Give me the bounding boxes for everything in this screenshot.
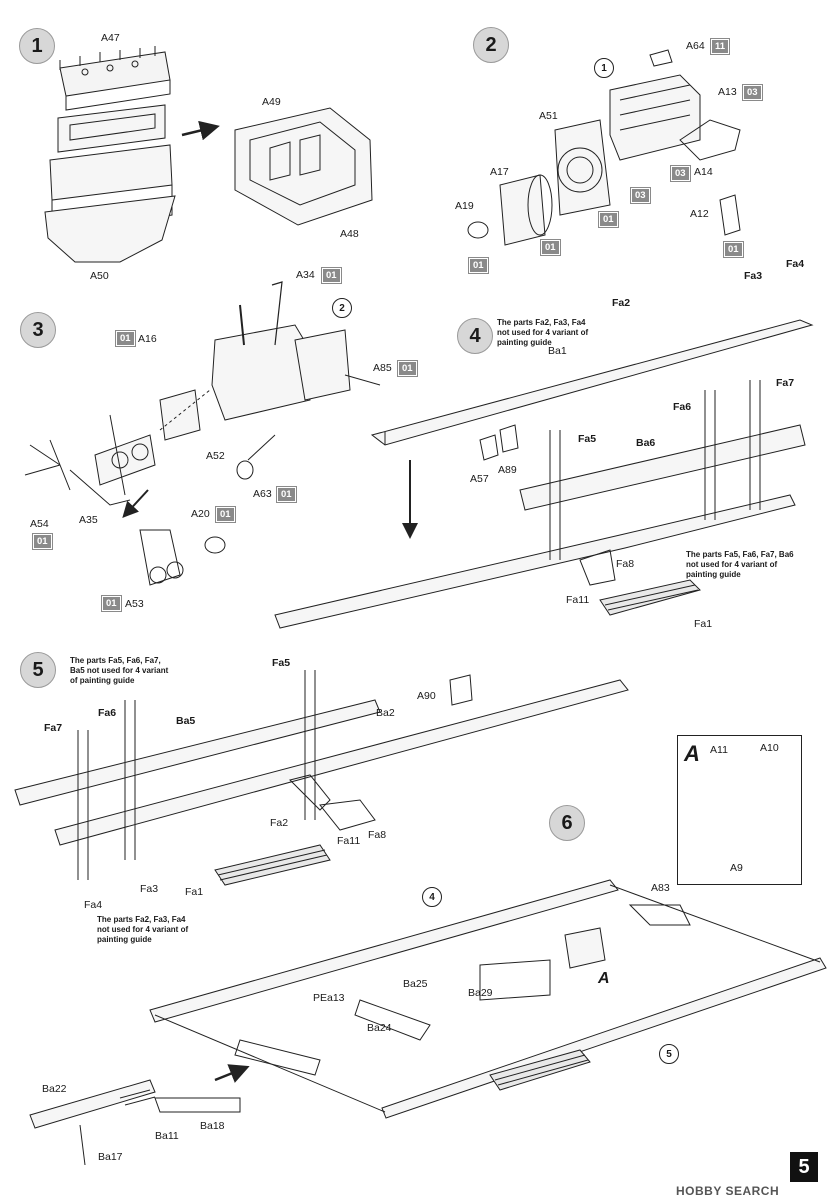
paint-tag: 01: [469, 258, 488, 273]
part-label-fa7: Fa7: [776, 377, 795, 389]
detail-a-reference: A: [598, 970, 610, 987]
part-label-a10: A10: [760, 742, 779, 754]
part-label-fa8: Fa8: [616, 558, 635, 570]
step1-engine-drawing: [44, 46, 373, 263]
part-label-a14: A14: [694, 166, 713, 178]
part-label-ba5: Ba5: [176, 715, 196, 727]
step2-engine-drawing: [467, 49, 741, 246]
part-label-fa7: Fa7: [44, 722, 63, 734]
part-label-a52: A52: [206, 450, 225, 462]
part-label-a9: A9: [730, 862, 743, 874]
part-label-a63: A63: [253, 488, 272, 500]
paint-tag: 01: [216, 507, 235, 522]
step5-chassis-drawing: [14, 670, 629, 886]
step4-note2-unused-parts: The parts Fa5, Fa6, Fa7, Ba6 not used fo…: [686, 550, 794, 579]
step6-frame-drawing: [29, 879, 827, 1166]
part-label-ba22: Ba22: [42, 1083, 67, 1095]
paint-tag: 11: [711, 39, 730, 54]
part-label-fa4: Fa4: [84, 899, 103, 911]
watermark: HOBBY SEARCH: [676, 1184, 780, 1198]
step-2-badge: 2: [473, 27, 509, 63]
part-label-fa8: Fa8: [368, 829, 387, 841]
part-label-a34: A34: [296, 269, 315, 281]
step5-note-unused-parts: The parts Fa5, Fa6, Fa7, Ba5 not used fo…: [70, 656, 169, 685]
part-label-fa3: Fa3: [140, 883, 159, 895]
ref-step-4: 4: [422, 887, 442, 907]
part-label-a89: A89: [498, 464, 517, 476]
step5-note2-unused-parts: The parts Fa2, Fa3, Fa4 not used for 4 v…: [97, 915, 189, 944]
part-label-fa5: Fa5: [578, 433, 597, 445]
part-label-ba2: Ba2: [376, 707, 395, 719]
step3-engine-drawing: [24, 281, 381, 586]
part-label-a53: A53: [125, 598, 144, 610]
detail-a-letter: A: [684, 741, 700, 766]
part-label-a13: A13: [718, 86, 737, 98]
part-label-ba17: Ba17: [98, 1151, 123, 1163]
part-label-fa11: Fa11: [566, 594, 590, 606]
step-6-badge: 6: [549, 805, 585, 841]
part-label-ba1: Ba1: [548, 345, 567, 357]
part-label-a12: A12: [690, 208, 709, 220]
paint-tag: 01: [541, 240, 560, 255]
part-label-a20: A20: [191, 508, 210, 520]
part-label-fa3: Fa3: [744, 270, 763, 282]
paint-tag: 01: [277, 487, 296, 502]
part-label-a47: A47: [101, 32, 120, 44]
part-label-a49: A49: [262, 96, 281, 108]
step-4-badge: 4: [457, 318, 493, 354]
paint-tag: 01: [724, 242, 743, 257]
step4-chassis-drawing: [274, 319, 814, 629]
paint-tag: 03: [631, 188, 650, 203]
step-5-badge: 5: [20, 652, 56, 688]
ref-step-2: 2: [332, 298, 352, 318]
part-label-fa5: Fa5: [272, 657, 291, 669]
ref-step-1: 1: [594, 58, 614, 78]
part-label-fa1: Fa1: [185, 886, 204, 898]
part-label-ba24: Ba24: [367, 1022, 392, 1034]
paint-tag: 01: [322, 268, 341, 283]
part-label-a50: A50: [90, 270, 109, 282]
part-label-a85: A85: [373, 362, 392, 374]
part-label-a11: A11: [710, 744, 728, 756]
ref-step-5: 5: [659, 1044, 679, 1064]
part-label-a90: A90: [417, 690, 436, 702]
part-label-fa6: Fa6: [673, 401, 692, 413]
part-label-fa11: Fa11: [337, 835, 361, 847]
step-1-badge: 1: [19, 28, 55, 64]
paint-tag: 01: [33, 534, 52, 549]
part-label-fa2: Fa2: [270, 817, 289, 829]
part-label-a54: A54: [30, 518, 49, 530]
part-label-fa1: Fa1: [694, 618, 713, 630]
part-label-ba11: Ba11: [155, 1130, 179, 1142]
page-number: 5: [790, 1152, 818, 1182]
part-label-pea13: PEa13: [313, 992, 345, 1004]
part-label-ba25: Ba25: [403, 978, 428, 990]
part-label-a57: A57: [470, 473, 489, 485]
part-label-a48: A48: [340, 228, 359, 240]
paint-tag: 03: [743, 85, 762, 100]
detail-a-box: A A11 A10 A9: [677, 735, 802, 885]
part-label-a19: A19: [455, 200, 474, 212]
part-label-fa6: Fa6: [98, 707, 117, 719]
paint-tag: 01: [116, 331, 135, 346]
part-label-a51: A51: [539, 110, 558, 122]
part-label-a17: A17: [490, 166, 509, 178]
part-label-a16: A16: [138, 333, 157, 345]
paint-tag: 01: [398, 361, 417, 376]
step-3-badge: 3: [20, 312, 56, 348]
paint-tag: 01: [102, 596, 121, 611]
part-label-a83: A83: [651, 882, 670, 894]
part-label-ba18: Ba18: [200, 1120, 225, 1132]
part-label-ba29: Ba29: [468, 987, 493, 999]
part-label-a64: A64: [686, 40, 705, 52]
paint-tag: 03: [671, 166, 690, 181]
part-label-ba6: Ba6: [636, 437, 656, 449]
part-label-a35: A35: [79, 514, 98, 526]
part-label-fa4: Fa4: [786, 258, 805, 270]
paint-tag: 01: [599, 212, 618, 227]
step4-note-unused-parts: The parts Fa2, Fa3, Fa4 not used for 4 v…: [497, 318, 589, 347]
part-label-fa2: Fa2: [612, 297, 631, 309]
